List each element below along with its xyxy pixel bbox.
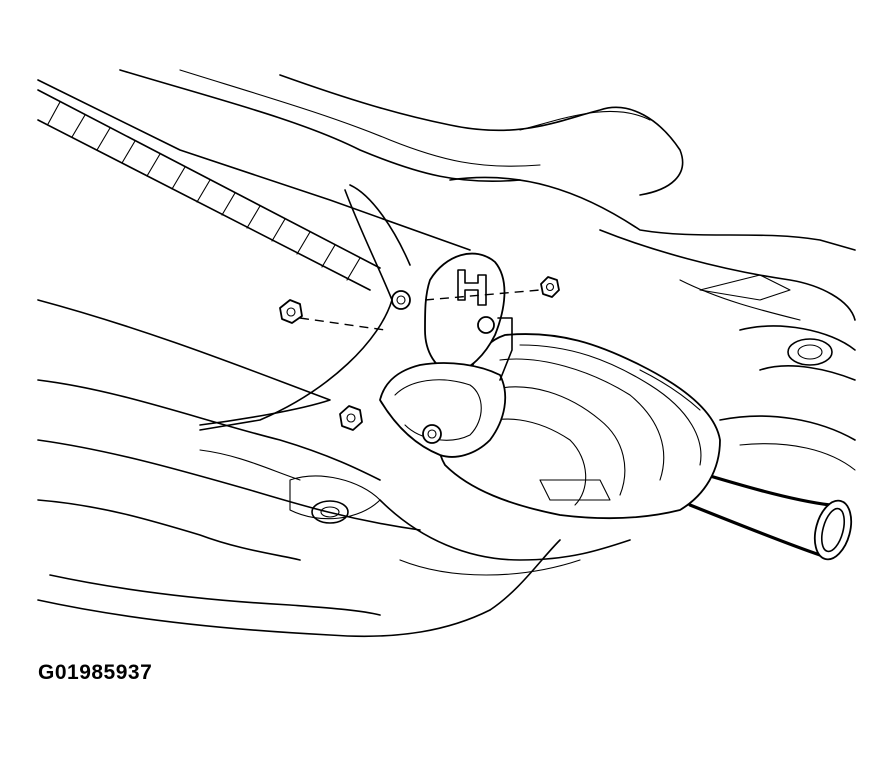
nut-right[interactable] [540, 276, 560, 298]
underbody-floor-panel [37, 69, 856, 471]
nut-left[interactable] [279, 299, 303, 324]
alignment-guide [299, 289, 541, 331]
catalytic-converter [437, 333, 721, 520]
flange-stud [477, 316, 495, 334]
nut-lower-left[interactable] [339, 405, 363, 431]
exhaust-flange [379, 252, 513, 458]
nut-upper-flange[interactable] [391, 290, 411, 310]
nut-lower-flange[interactable] [422, 424, 442, 444]
exhaust-pipe [688, 468, 853, 561]
heat-shield [37, 89, 411, 431]
figure-id-label: G01985937 [38, 661, 153, 684]
lower-crossmember [37, 379, 631, 638]
